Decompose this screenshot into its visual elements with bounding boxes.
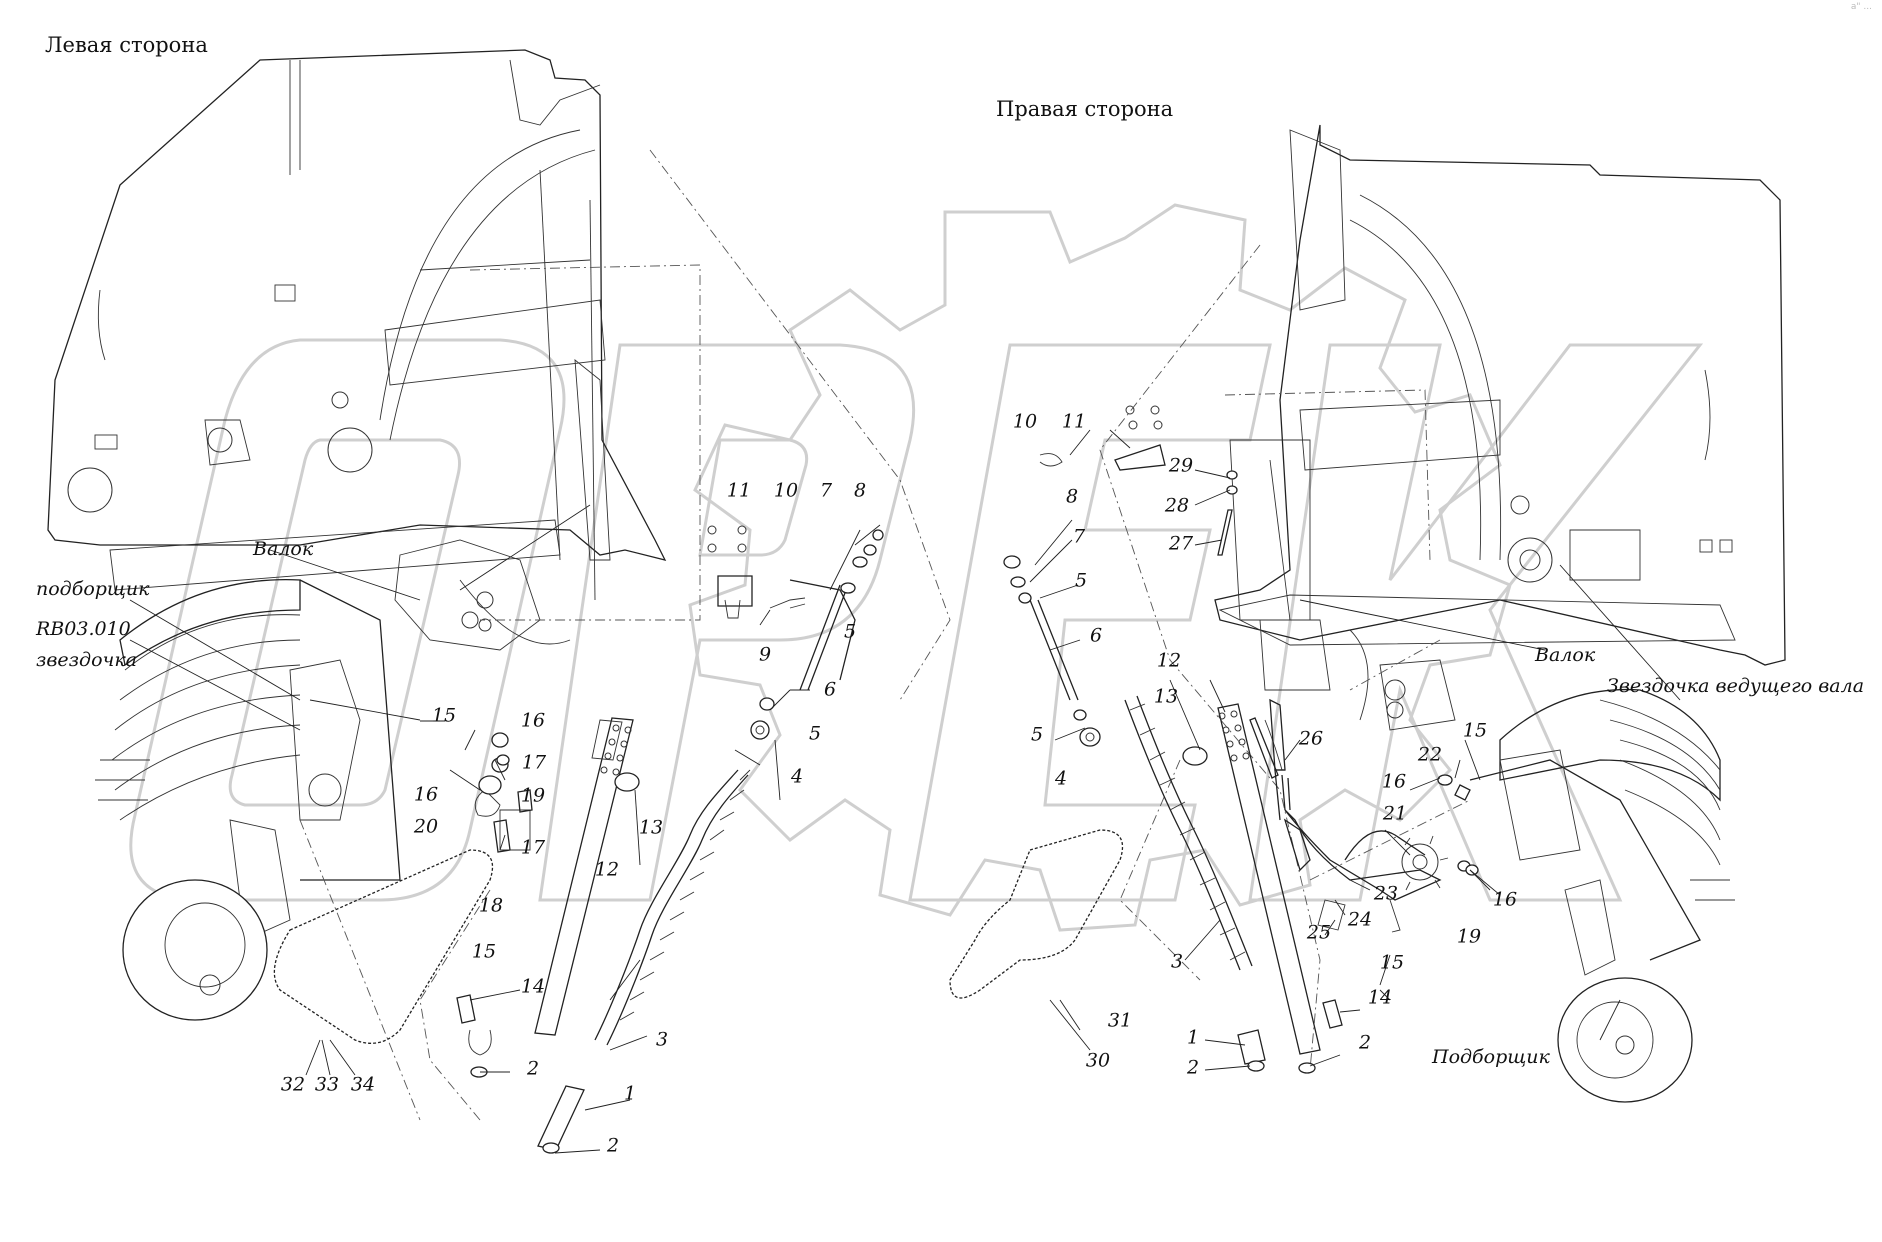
callout-number: 2 [1186, 1056, 1200, 1079]
watermark-letter-p [538, 343, 916, 902]
leader-lines [129, 429, 1681, 1154]
callout-number: 11 [726, 479, 752, 502]
callout-number: 33 [314, 1073, 340, 1096]
callout-number: 17 [520, 836, 546, 859]
callout-number: 6 [1089, 624, 1103, 647]
label-right-zvezdochka-vala: Звездочка ведущего вала [1607, 675, 1865, 697]
assembly-lines [299, 149, 1471, 1121]
callout-number: 10 [1012, 410, 1038, 433]
callout-number: 27 [1168, 532, 1194, 555]
callout-number: 9 [758, 643, 772, 666]
callout-number: 25 [1306, 921, 1332, 944]
right-parts [949, 405, 1479, 1074]
callout-number: 14 [520, 975, 546, 998]
watermark-letter-e [908, 343, 1272, 902]
callout-number: 11 [1061, 410, 1087, 433]
callout-number: 1 [623, 1082, 637, 1105]
callout-number: 20 [413, 815, 439, 838]
callout-number: 12 [1156, 649, 1182, 672]
callout-number: 15 [1462, 719, 1488, 742]
label-left-zvezdochka: звездочка [36, 649, 138, 671]
corner-mark: a" ... [1850, 2, 1872, 12]
callout-number: 31 [1107, 1009, 1133, 1032]
callout-number: 16 [1492, 888, 1518, 911]
callout-number: 4 [790, 765, 804, 788]
callout-number: 4 [1054, 767, 1068, 790]
callout-number: 17 [521, 751, 547, 774]
callout-number: 2 [526, 1057, 540, 1080]
callout-number: 30 [1085, 1049, 1111, 1072]
callout-number: 19 [520, 784, 546, 807]
callout-number: 29 [1168, 454, 1194, 477]
callout-number: 22 [1417, 743, 1443, 766]
callout-number: 7 [1072, 525, 1086, 548]
callout-number: 2 [1358, 1031, 1372, 1054]
left-parts [273, 525, 884, 1154]
callout-number: 28 [1164, 494, 1190, 517]
callout-number: 14 [1367, 986, 1393, 1009]
callout-number: 16 [1381, 770, 1407, 793]
callout-number: 5 [808, 722, 822, 745]
callout-number: 2 [606, 1134, 620, 1157]
callout-number: 15 [471, 940, 497, 963]
callout-number: 21 [1382, 802, 1408, 825]
caption-right-side: Правая сторона [996, 97, 1174, 121]
callout-number: 16 [520, 709, 546, 732]
callout-number: 6 [823, 678, 837, 701]
callout-number: 13 [638, 816, 664, 839]
callout-number: 15 [1379, 951, 1405, 974]
right-pickup [1469, 688, 1735, 1103]
caption-left-side: Левая сторона [45, 33, 208, 57]
watermark-letter-o [129, 338, 566, 902]
label-left-code: RB03.010 [36, 618, 131, 640]
callout-number: 5 [1030, 723, 1044, 746]
callout-number: 3 [655, 1028, 669, 1051]
label-right-podborshchik: Подборщик [1432, 1046, 1550, 1068]
callout-number: 1 [1186, 1026, 1200, 1049]
callout-number: 34 [350, 1073, 376, 1096]
callout-number: 24 [1347, 908, 1373, 931]
callout-number: 8 [853, 479, 867, 502]
callout-number: 26 [1298, 727, 1324, 750]
left-frame [47, 49, 667, 651]
callout-number: 16 [413, 783, 439, 806]
callout-number: 5 [1074, 569, 1088, 592]
callout-number: 18 [478, 894, 504, 917]
label-left-valok: Валок [253, 538, 314, 560]
callout-number: 8 [1065, 485, 1079, 508]
callout-number: 10 [773, 479, 799, 502]
label-left-podborshchik: подборщик [36, 578, 150, 600]
callout-number: 13 [1153, 685, 1179, 708]
label-right-valok: Валок [1535, 644, 1596, 666]
watermark-gear [688, 203, 1512, 932]
right-frame [1214, 124, 1786, 731]
callout-number: 19 [1456, 925, 1482, 948]
callout-number: 3 [1170, 950, 1184, 973]
callout-number: 5 [843, 620, 857, 643]
callout-number: 12 [594, 858, 620, 881]
callout-number: 32 [280, 1073, 306, 1096]
callout-number: 7 [819, 479, 833, 502]
callout-number: 23 [1373, 882, 1399, 905]
left-pickup [95, 578, 401, 1021]
watermark-letter-k [1248, 343, 1704, 902]
callout-number: 15 [431, 704, 457, 727]
